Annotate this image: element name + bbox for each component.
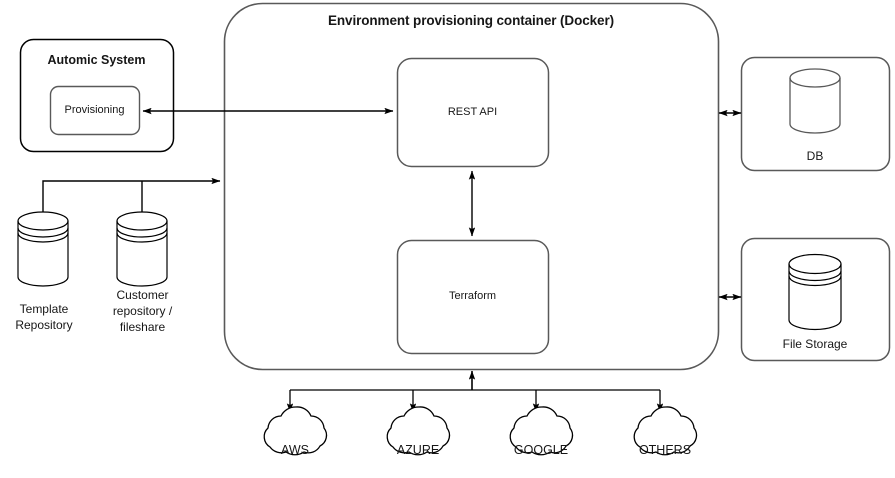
provisioning-container-box [223, 2, 720, 371]
customer-repository-icon [116, 211, 168, 287]
connector-repositories-container [42, 177, 221, 212]
cloud-others-shape [633, 406, 698, 456]
template-repository-icon [17, 211, 69, 287]
stacked-cylinder-icon [788, 253, 842, 331]
db-box [740, 56, 891, 172]
file-storage-box [740, 237, 891, 362]
provisioning-box [49, 85, 141, 136]
terraform-box [396, 239, 550, 355]
automic-system-box [19, 38, 175, 153]
cylinder-icon [789, 68, 841, 134]
rest-api-box [396, 57, 550, 168]
cloud-azure-shape [386, 406, 451, 456]
cloud-aws-shape [263, 406, 328, 456]
cloud-google-shape [509, 406, 574, 456]
